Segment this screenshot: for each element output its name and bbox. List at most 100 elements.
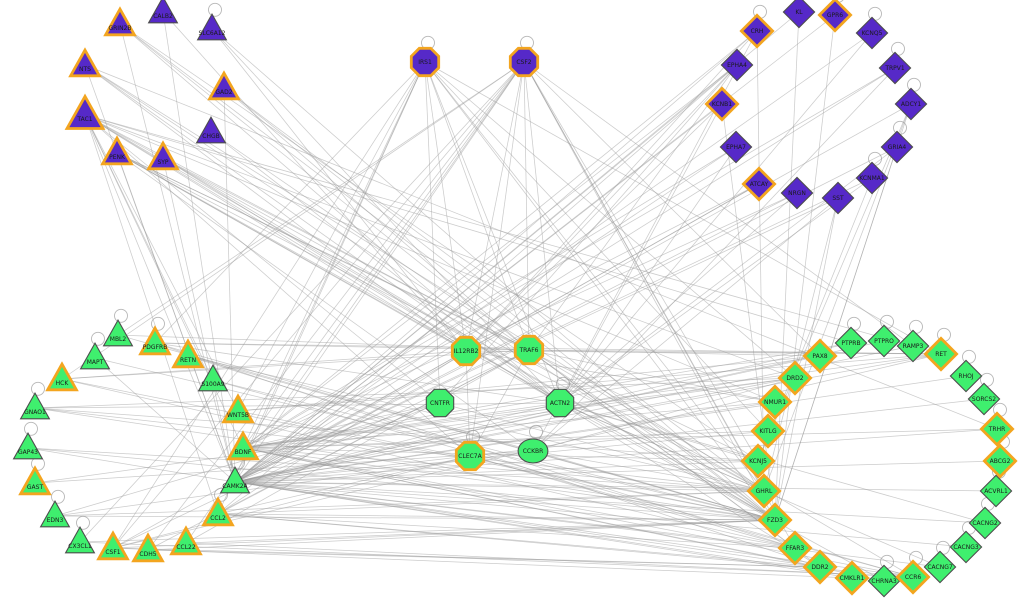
node-TAC1[interactable]: [64, 93, 106, 130]
edge-BDNF-FFAR3: [242, 447, 796, 549]
node-CLEC7A[interactable]: [454, 440, 486, 472]
edge-GAD2-GHRL: [223, 87, 765, 492]
node-IRS1[interactable]: [409, 46, 441, 78]
node-CSF2[interactable]: [508, 46, 540, 78]
node-GAST[interactable]: [18, 465, 52, 496]
node-SORCS2[interactable]: [967, 382, 1001, 416]
node-PDGFRB[interactable]: [138, 325, 172, 356]
node-CALB2[interactable]: [147, 0, 179, 24]
node-FFAR3[interactable]: [777, 530, 813, 566]
node-TRAF6[interactable]: [513, 334, 545, 366]
node-CHRNA3[interactable]: [867, 564, 901, 598]
node-CAMK2A[interactable]: [219, 465, 251, 494]
node-ACVRL1[interactable]: [979, 474, 1013, 508]
node-ATCAY[interactable]: [741, 166, 777, 202]
node-KCNJ5[interactable]: [740, 443, 776, 479]
node-S100A9[interactable]: [197, 363, 229, 392]
edge-CCKBR-EDN3: [54, 450, 534, 517]
edge-NRGN-BDNF: [242, 192, 798, 449]
node-CMKLR1[interactable]: [834, 560, 870, 596]
node-ABCG2[interactable]: [982, 443, 1018, 479]
node-IL12RB2[interactable]: [450, 335, 482, 367]
node-GNAO1[interactable]: [19, 391, 51, 420]
node-NRGN[interactable]: [780, 176, 814, 210]
node-MBL2[interactable]: [102, 318, 134, 347]
node-CNTFR[interactable]: [425, 388, 455, 418]
node-PENK[interactable]: [100, 135, 134, 166]
node-EDN3[interactable]: [39, 499, 71, 528]
node-GPR6[interactable]: [817, 0, 853, 33]
edge-IRS1-TRAF6: [424, 61, 530, 351]
node-GHRL[interactable]: [746, 473, 782, 509]
node-SST[interactable]: [821, 181, 855, 215]
node-CDH5[interactable]: [131, 532, 165, 563]
node-RAMP3[interactable]: [896, 329, 930, 363]
edge-S100A9-FZD3: [212, 379, 776, 521]
node-CCL2[interactable]: [201, 496, 235, 527]
node-label-CX3CL1: CX3CL1: [68, 543, 92, 550]
edge-CSF2-CSF1: [112, 61, 525, 549]
node-label-CSF2: CSF2: [516, 59, 531, 66]
edge-BDNF-CHRNA3: [242, 447, 885, 582]
node-BDNF[interactable]: [226, 430, 260, 461]
node-PTPRO[interactable]: [867, 324, 901, 358]
edge-CSF2-MBL2: [117, 61, 525, 336]
node-EPHA4[interactable]: [720, 48, 754, 82]
node-CHGB[interactable]: [195, 115, 227, 144]
node-CACNG3[interactable]: [949, 530, 983, 564]
node-MAPT[interactable]: [79, 341, 111, 370]
node-KCNQ5[interactable]: [855, 16, 889, 50]
node-label-RET: RET: [935, 351, 947, 358]
node-CX3CL1[interactable]: [64, 525, 96, 554]
node-CRH[interactable]: [739, 13, 775, 49]
node-label-IRS1: IRS1: [418, 59, 432, 66]
node-KCNB1[interactable]: [704, 86, 740, 122]
node-CSF1[interactable]: [96, 530, 130, 561]
node-PTPRB[interactable]: [834, 326, 868, 360]
edge-CCKBR-DRD2: [532, 377, 796, 452]
node-EPHA7[interactable]: [719, 130, 753, 164]
node-WNT5B[interactable]: [221, 393, 255, 424]
node-HCK[interactable]: [45, 361, 79, 392]
node-GRIA4[interactable]: [880, 130, 914, 164]
node-DRD2[interactable]: [777, 360, 813, 396]
node-CACNG7[interactable]: [923, 550, 957, 584]
node-FZD3[interactable]: [757, 502, 793, 538]
edge-EDN3-FZD3: [54, 515, 776, 521]
node-NMUR1[interactable]: [757, 384, 793, 420]
node-KL[interactable]: [782, 0, 816, 29]
node-SLC6A12[interactable]: [196, 12, 228, 41]
node-NTS[interactable]: [68, 47, 102, 78]
node-KITLG[interactable]: [750, 413, 786, 449]
node-DDR2[interactable]: [802, 549, 838, 585]
node-CCR6[interactable]: [895, 559, 931, 595]
node-GAD2[interactable]: [207, 70, 241, 101]
node-RET[interactable]: [923, 336, 959, 372]
node-PAX8[interactable]: [802, 338, 838, 374]
edge-CLEC7A-CCR6: [469, 455, 914, 578]
node-GRIN2B[interactable]: [103, 6, 137, 37]
edge-IRS1-GHRL: [424, 61, 765, 492]
edge-NRGN-CAMK2A: [234, 192, 798, 483]
node-RHOJ[interactable]: [949, 359, 983, 393]
node-SYP[interactable]: [146, 140, 180, 171]
node-TRHR[interactable]: [979, 411, 1015, 447]
node-CCKBR[interactable]: [517, 438, 549, 464]
node-GAP43[interactable]: [12, 431, 44, 460]
edge-CHGB-ACTN2: [210, 131, 561, 404]
edge-GAP43-GHRL: [27, 447, 765, 492]
node-CCL22[interactable]: [169, 525, 203, 556]
node-ADCY1[interactable]: [894, 87, 928, 121]
node-RETN[interactable]: [171, 338, 205, 369]
node-CACNG2[interactable]: [968, 506, 1002, 540]
self-loop-MBL2: [114, 308, 128, 323]
edge-KCNB1-IL12RB2: [465, 103, 723, 352]
edge-CAMK2A-RHOJ: [234, 375, 967, 483]
node-ACTN2[interactable]: [545, 388, 575, 418]
node-TRPV1[interactable]: [878, 51, 912, 85]
node-KCNMA1[interactable]: [855, 161, 889, 195]
node-label-DDR2: DDR2: [811, 564, 828, 571]
edge-CCL2-DDR2: [217, 513, 821, 568]
